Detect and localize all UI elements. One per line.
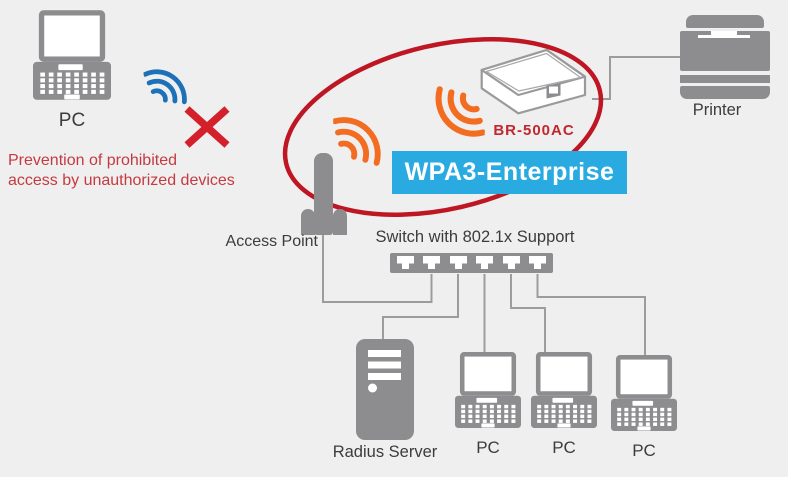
pc3-label: PC	[632, 441, 656, 460]
blocked-x-icon	[184, 106, 230, 148]
wpa3-enterprise-banner: WPA3-Enterprise	[392, 151, 627, 194]
line-accesspoint-switch	[322, 233, 433, 303]
printer-body	[680, 31, 770, 71]
switch-label: Switch with 802.1x Support	[375, 228, 575, 246]
printer-label: Printer	[692, 101, 742, 119]
access-point-icon	[300, 153, 348, 235]
router-br500ac-icon	[480, 48, 587, 115]
switch-port-2	[423, 256, 440, 269]
laptop-icon-pc2	[531, 352, 597, 428]
radius-server-label: Radius Server	[332, 443, 438, 461]
switch-port-1	[397, 256, 414, 269]
prevention-caption-line2: access by unauthorized devices	[8, 172, 235, 189]
line-switch-pc2	[510, 274, 546, 353]
line-switch-radius-server	[382, 274, 459, 341]
access-point-foot-right	[332, 209, 347, 235]
laptop-icon-pc3	[611, 355, 677, 431]
wifi-signal-blue-icon	[142, 61, 191, 112]
router-model-label: BR-500AC	[493, 122, 575, 139]
pc2-label: PC	[552, 438, 576, 457]
switch-port-6	[529, 256, 546, 269]
switch-icon	[390, 253, 553, 273]
printer-base	[680, 86, 770, 99]
laptop-icon-pc1	[455, 352, 521, 428]
switch-port-4	[476, 256, 493, 269]
printer-tray	[680, 75, 770, 83]
printer-icon	[680, 15, 770, 99]
pc-top-label: PC	[58, 110, 86, 131]
prevention-caption: Prevention of prohibited access by unaut…	[8, 151, 235, 191]
switch-port-5	[503, 256, 520, 269]
prevention-caption-line1: Prevention of prohibited	[8, 152, 177, 169]
printer-lid	[686, 15, 764, 28]
line-switch-pc3	[536, 274, 646, 356]
access-point-body	[313, 153, 333, 235]
laptop-icon-top-pc	[33, 10, 111, 100]
radius-server-icon	[356, 339, 414, 440]
wifi-signal-orange-accesspoint-icon	[333, 113, 385, 167]
switch-port-3	[450, 256, 467, 269]
access-point-label: Access Point	[225, 233, 318, 250]
access-point-foot-left	[300, 209, 315, 235]
pc1-label: PC	[476, 438, 500, 457]
wifi-signal-orange-router-icon	[431, 85, 485, 141]
